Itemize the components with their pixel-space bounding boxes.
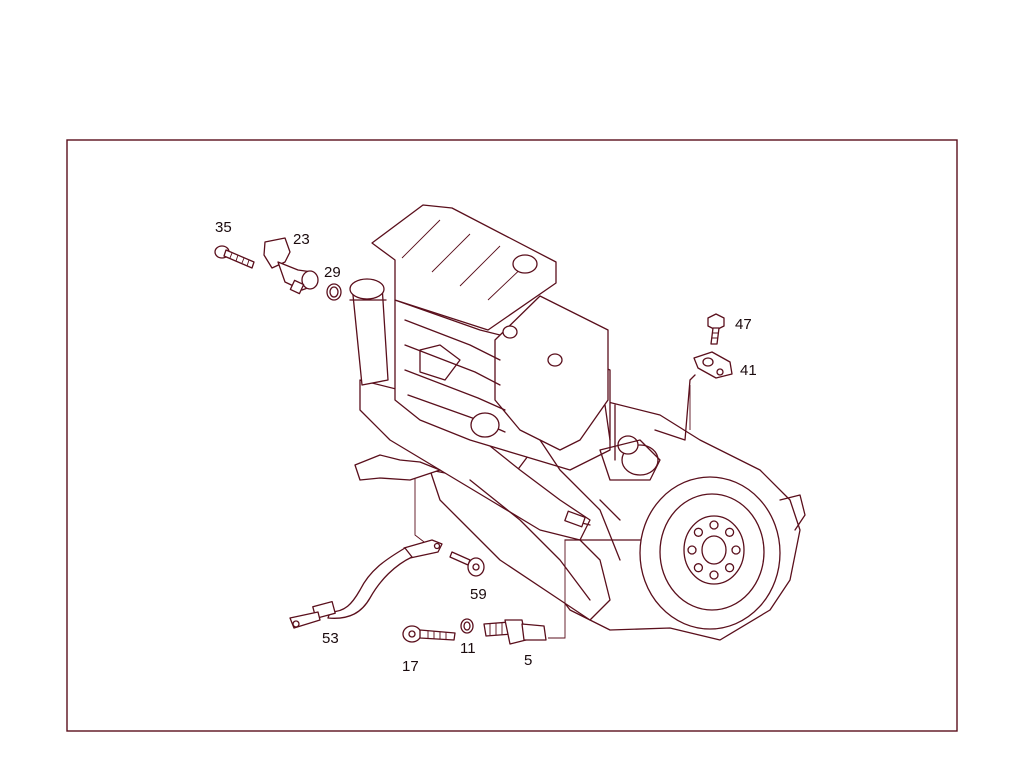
diagram-frame [66,139,958,732]
ground-strap-53-icon [289,539,443,629]
callout-17: 17 [402,658,419,675]
leader-lines [414,385,691,639]
flywheel-bolt-hole [709,520,719,530]
flywheel-bolt-hole [693,527,704,537]
callout-47: 47 [735,316,752,333]
callout-41: 41 [740,362,757,379]
sensor-5-icon [483,619,547,645]
flywheel-bolt-hole [724,563,735,573]
seal-ring-11-icon [460,618,474,634]
screw-59-icon [449,551,485,577]
callout-29: 29 [324,264,341,281]
flywheel [639,476,781,630]
flywheel-bolt-hole [687,545,697,555]
callout-59: 59 [470,586,487,603]
flywheel-bolt-hole [709,570,719,580]
callout-53: 53 [322,630,339,647]
flywheel-bolt-hole [731,545,741,555]
bolt-47-icon [707,313,725,345]
seal-ring-29-icon [326,283,342,301]
flywheel-bolt-hole [724,527,735,537]
callout-5: 5 [524,652,532,669]
sensor-23-icon [263,237,319,295]
callout-35: 35 [215,219,232,236]
bolt-17-icon [402,625,456,643]
bolt-35-icon [214,245,255,269]
flywheel-bolt-hole [693,563,704,573]
bracket-41-icon [693,351,733,379]
callout-23: 23 [293,231,310,248]
callout-11: 11 [460,640,476,657]
engine-block [349,204,806,641]
